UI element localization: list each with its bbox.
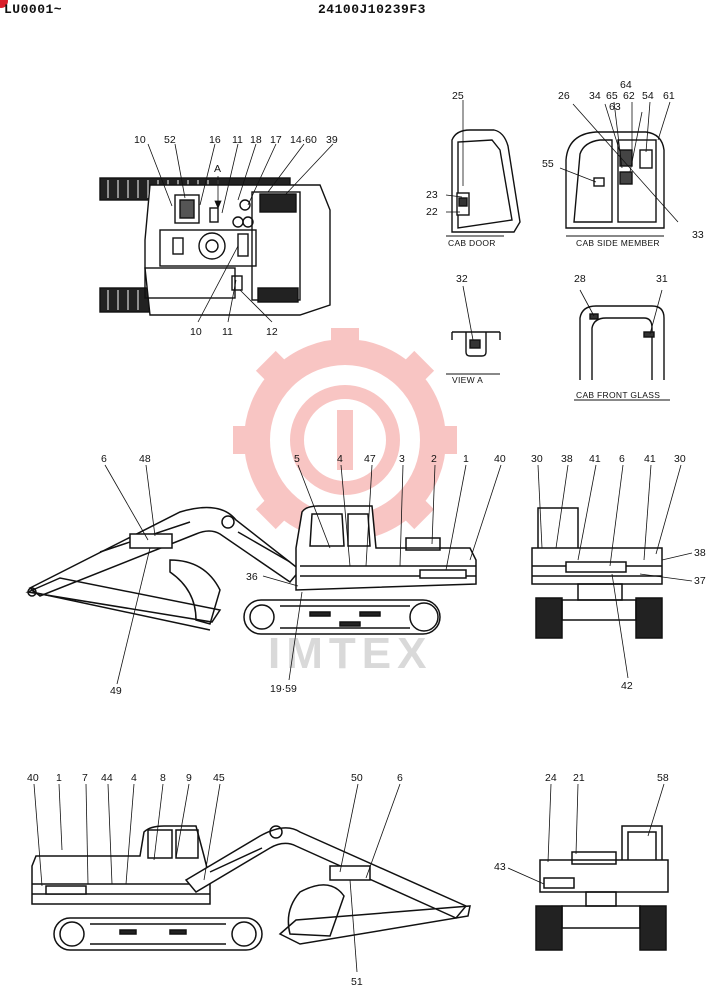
callout-number: 31 [656, 273, 668, 285]
callout-number: 58 [657, 772, 669, 784]
callout-number: 6 [397, 772, 403, 784]
top-view-leaders [147, 143, 334, 323]
callout-number: 12 [266, 326, 278, 338]
callout-number: 22 [426, 206, 438, 218]
watermark-text: IMTEX [268, 629, 432, 678]
callout-number: 30 [674, 453, 686, 465]
callout-number: 39 [326, 134, 338, 146]
cab-door-drawing [445, 100, 521, 237]
callout-number: 24 [545, 772, 557, 784]
left-side-leaders [104, 464, 502, 685]
callout-number: 28 [574, 273, 586, 285]
cab-side-member-caption: CAB SIDE MEMBER [576, 238, 660, 248]
callout-number: 36 [246, 571, 258, 583]
callout-number: 25 [452, 90, 464, 102]
callout-number: 17 [270, 134, 282, 146]
callout-number: 55 [542, 158, 554, 170]
callout-number: 42 [621, 680, 633, 692]
callout-number: 62 [623, 90, 635, 102]
callout-number: 10 [134, 134, 146, 146]
header-left-code: LU0001~ [4, 2, 63, 17]
callout-number: 4 [337, 453, 343, 465]
callout-number: 34 [589, 90, 601, 102]
callout-number: 6 [619, 453, 625, 465]
callout-number: 41 [589, 453, 601, 465]
callout-number: 3 [399, 453, 405, 465]
callout-number: 11 [222, 326, 233, 338]
callout-number: 63 [609, 101, 621, 113]
callout-number: 4 [131, 772, 137, 784]
callout-number: 16 [209, 134, 221, 146]
callout-number: 50 [351, 772, 363, 784]
front-view-drawing [535, 825, 669, 951]
cab-front-glass-caption: CAB FRONT GLASS [576, 390, 660, 400]
corner-marker [0, 0, 8, 8]
callout-number: 9 [186, 772, 192, 784]
front-view-leaders [507, 783, 665, 885]
callout-number: 1 [56, 772, 62, 784]
callout-number: 1 [463, 453, 469, 465]
left-side-view-drawing [25, 505, 477, 635]
header-right-code: 24100J10239F3 [318, 2, 426, 17]
cab-door-caption: CAB DOOR [448, 238, 496, 248]
callout-number: 48 [139, 453, 151, 465]
callout-number: 33 [692, 229, 704, 241]
callout-number: 38 [561, 453, 573, 465]
callout-number: 21 [573, 772, 585, 784]
callout-number: 47 [364, 453, 376, 465]
callout-number: 8 [160, 772, 166, 784]
callout-number: 6 [101, 453, 107, 465]
view-a-arrow-label: A [214, 163, 221, 175]
rear-view-leaders [537, 464, 693, 679]
callout-number: 44 [101, 772, 113, 784]
cab-side-member-drawing [559, 101, 679, 237]
callout-number: 7 [82, 772, 88, 784]
callout-number: 40 [27, 772, 39, 784]
callout-number: 5 [294, 453, 300, 465]
view-a-caption: VIEW A [452, 375, 483, 385]
callout-number: 37 [694, 575, 706, 587]
callout-number: 54 [642, 90, 654, 102]
callout-number: 18 [250, 134, 262, 146]
callout-number: 41 [644, 453, 656, 465]
view-a-drawing [446, 285, 501, 375]
callout-number: 32 [456, 273, 468, 285]
callout-number: 61 [663, 90, 675, 102]
callout-number: 64 [620, 79, 632, 91]
callout-number: 10 [190, 326, 202, 338]
callout-number: 19·59 [270, 683, 297, 695]
top-view-drawing [99, 177, 331, 316]
callout-number: 40 [494, 453, 506, 465]
callout-number: 38 [694, 547, 706, 559]
cab-front-glass-drawing [574, 289, 670, 401]
callout-number: 30 [531, 453, 543, 465]
callout-number: 26 [558, 90, 570, 102]
callout-number: 11 [232, 134, 243, 146]
callout-number: 65 [606, 90, 618, 102]
rear-view-drawing [531, 507, 663, 639]
right-side-view-drawing [31, 825, 471, 951]
right-side-leaders [33, 783, 401, 973]
callout-number: 45 [213, 772, 225, 784]
callout-number: 23 [426, 189, 438, 201]
callout-number: 2 [431, 453, 437, 465]
callout-number: 51 [351, 976, 363, 988]
callout-number: 43 [494, 861, 506, 873]
callout-number: 14·60 [290, 134, 317, 146]
callout-number: 52 [164, 134, 176, 146]
callout-number: 49 [110, 685, 122, 697]
